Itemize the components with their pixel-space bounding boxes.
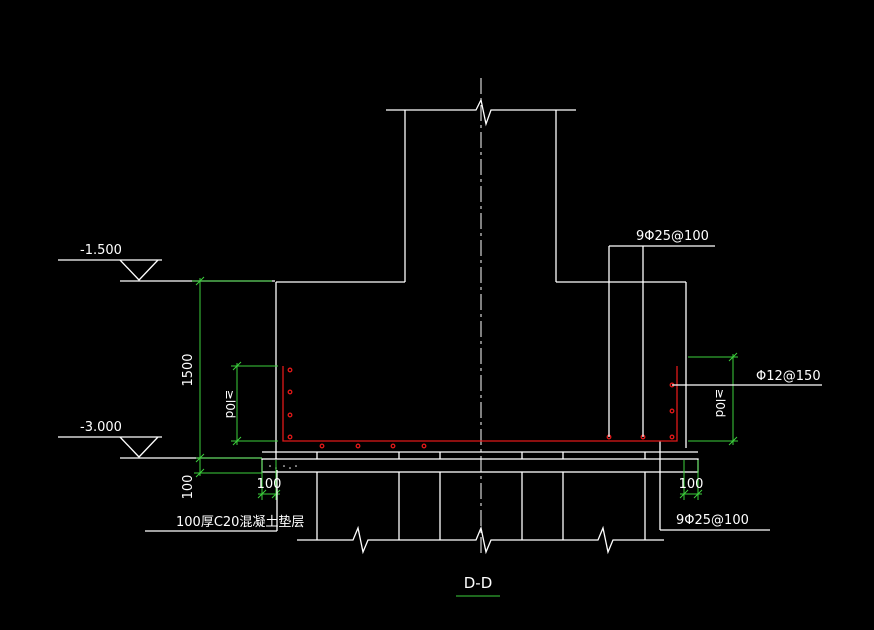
anchorage-left: ≥l0d — [223, 390, 237, 419]
callout-side-rebar: Φ12@150 — [672, 369, 822, 386]
callout-top-rebar: 9Φ25@100 — [608, 229, 715, 437]
callout-bottom-rebar: 9Φ25@100 — [659, 459, 770, 531]
cushion-note: 100厚C20混凝土垫层 — [176, 514, 304, 530]
piles — [297, 451, 664, 555]
dim-100-right: 100 — [679, 477, 704, 492]
dim-100-vertical: 100 — [181, 475, 196, 500]
dim-100-left: 100 — [257, 477, 282, 492]
callout-top-label: 9Φ25@100 — [636, 229, 709, 244]
anchorage-right: ≥l0d — [713, 389, 727, 418]
rebar — [282, 366, 678, 449]
rebar-bottom-mesh — [282, 366, 678, 442]
callout-cushion: 100厚C20混凝土垫层 — [145, 470, 304, 532]
section-title-text: D-D — [464, 574, 493, 592]
dimensions: 1500 100 ≥l0d ≥l0d 100 100 — [181, 276, 738, 500]
callout-bottom-label: 9Φ25@100 — [676, 513, 749, 528]
elevation-mark-lower: -3.000 — [58, 420, 262, 459]
dim-1500: 1500 — [181, 353, 196, 386]
cushion-layer — [261, 441, 699, 473]
column-outline — [386, 98, 576, 282]
elevation-label-upper: -1.500 — [80, 243, 122, 258]
elevation-label-lower: -3.000 — [80, 420, 122, 435]
callout-side-label: Φ12@150 — [756, 369, 821, 384]
column-break-line — [386, 98, 576, 127]
elevation-mark-upper: -1.500 — [58, 243, 275, 282]
pile-break-line — [297, 525, 664, 555]
foundation-outline — [275, 281, 687, 452]
section-title: D-D — [456, 574, 500, 597]
